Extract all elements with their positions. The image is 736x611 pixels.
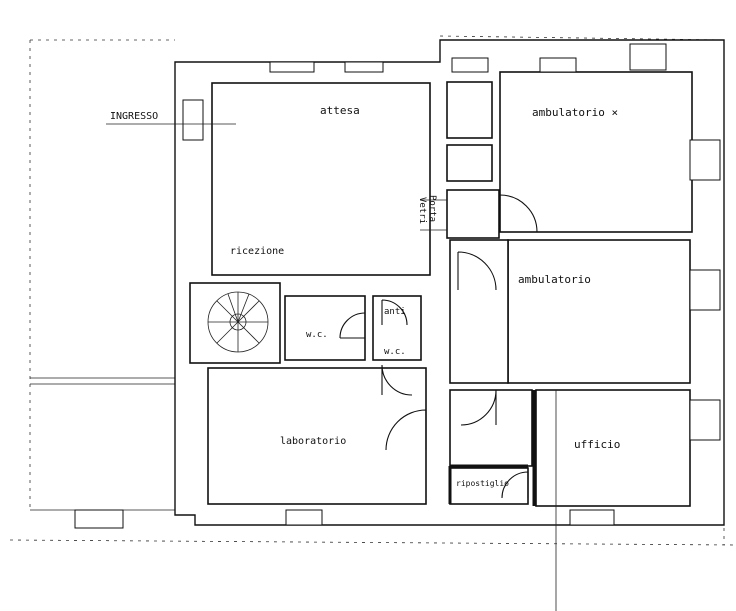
label-anti-2: w.c. <box>384 347 406 357</box>
room-closet-top <box>446 81 493 139</box>
room-anti-wc <box>372 295 422 361</box>
label-attesa: attesa <box>320 104 360 117</box>
rooms <box>189 71 693 507</box>
label-ripostiglio: ripostiglio <box>456 479 509 488</box>
room-stair-hall <box>189 282 281 364</box>
room-ambulatorio-2 <box>507 239 691 384</box>
label-ufficio: ufficio <box>574 438 620 451</box>
room-disimpegno <box>449 389 533 467</box>
room-attesa <box>211 82 431 276</box>
heavy-partitions <box>448 390 536 506</box>
room-ambulatorio-1 <box>499 71 693 233</box>
room-corridor <box>449 239 509 384</box>
room-ufficio <box>535 389 691 507</box>
room-wc <box>284 295 366 361</box>
label-ingresso: INGRESSO <box>110 111 158 122</box>
room-hall <box>446 189 500 239</box>
room-ripostiglio <box>449 467 529 505</box>
adjacent-building <box>9 35 736 546</box>
label-ricezione: ricezione <box>230 246 284 257</box>
label-ambulatorio-2: ambulatorio <box>518 273 591 286</box>
label-porta-1: Porta <box>427 195 437 222</box>
doors <box>339 194 538 499</box>
windows <box>74 43 721 529</box>
room-labels: INGRESSO attesa ricezione Porta Vetri am… <box>110 104 620 488</box>
label-wc: w.c. <box>306 330 328 340</box>
label-laboratorio: laboratorio <box>280 436 346 447</box>
label-porta-2: Vetri <box>417 197 427 224</box>
room-closet-mid <box>446 144 493 182</box>
misc-lines <box>106 123 557 611</box>
spiral-staircase <box>207 291 269 353</box>
label-anti-1: anti <box>384 307 406 317</box>
room-laboratorio <box>207 367 427 505</box>
label-ambulatorio-1: ambulatorio × <box>532 106 618 119</box>
